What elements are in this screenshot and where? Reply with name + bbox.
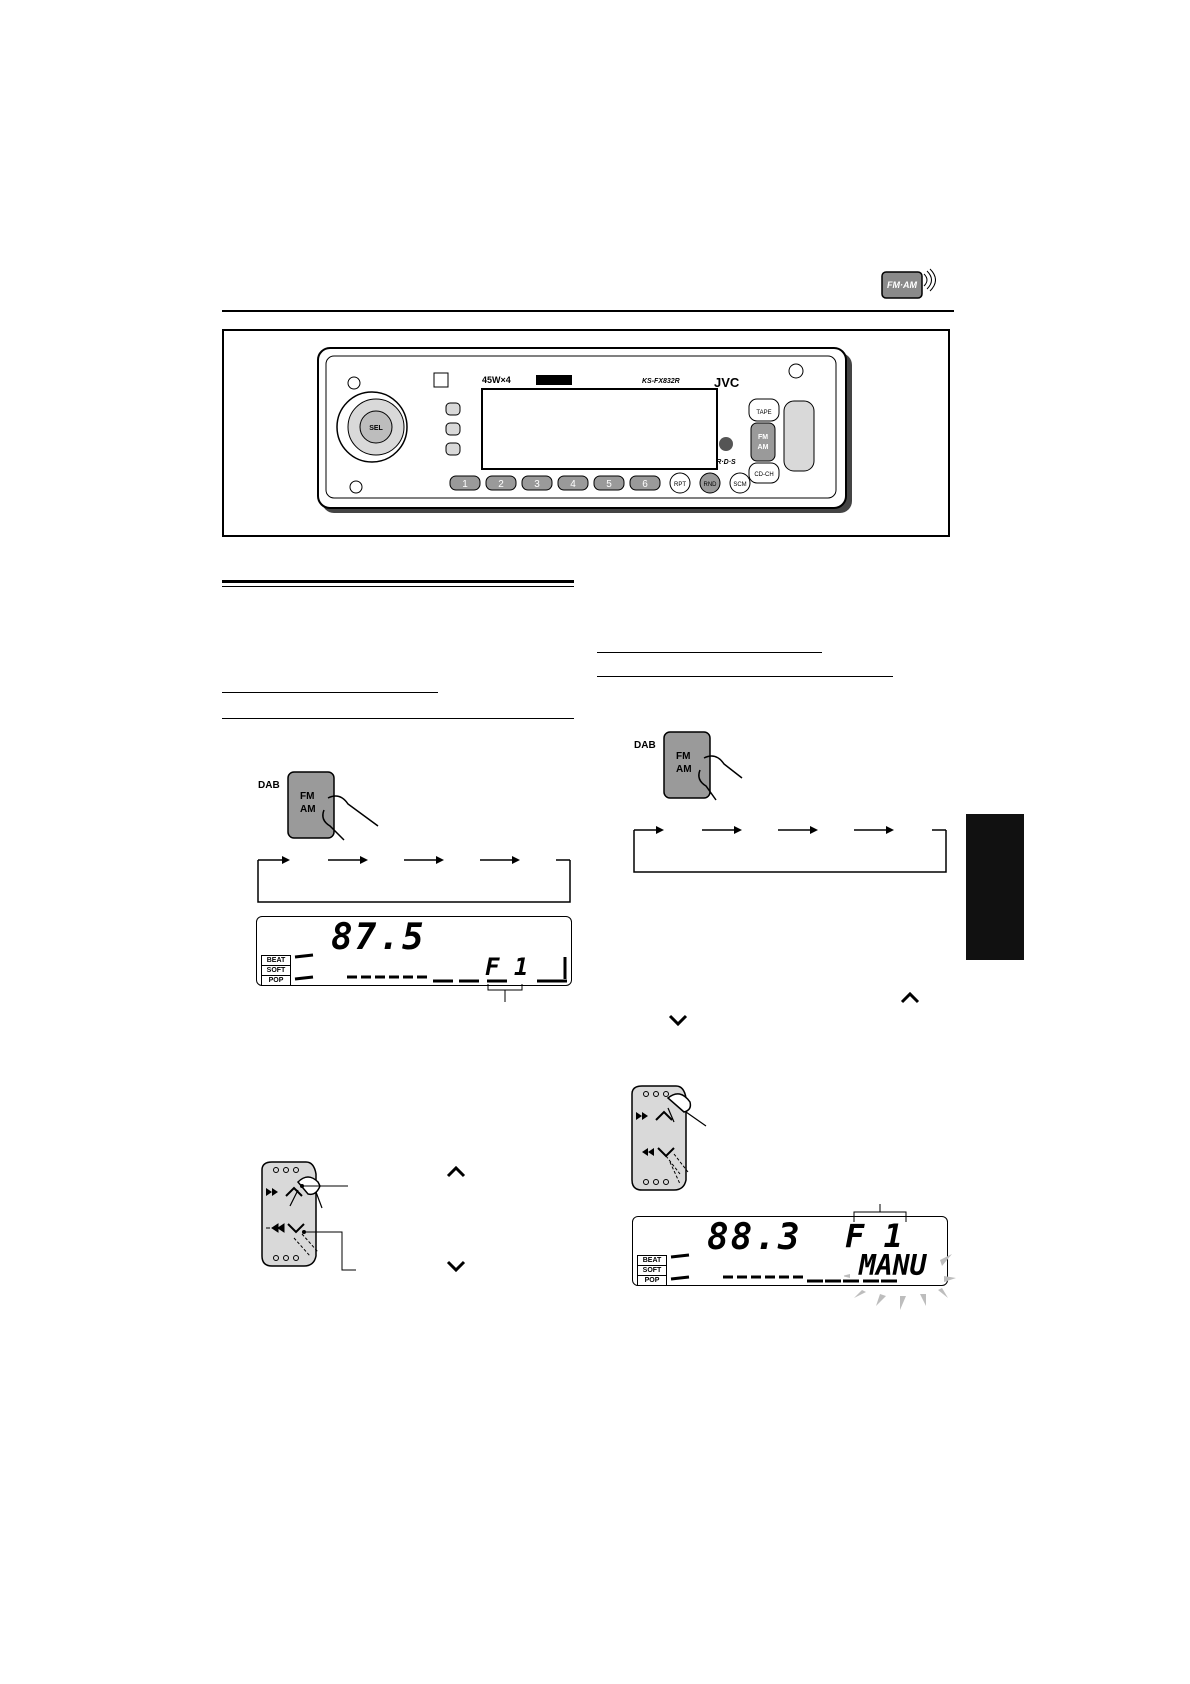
preset-3: 3: [534, 479, 540, 490]
dab-label-right: DAB: [634, 740, 656, 751]
mode-beat-right: BEAT: [642, 1257, 662, 1264]
preset-5: 5: [606, 479, 612, 490]
tape-button-label: TAPE: [756, 410, 771, 416]
unit-model-label: KS-FX832R: [642, 378, 680, 385]
right-step-rule-2: [597, 676, 893, 677]
mode-soft-right: SOFT: [638, 1265, 666, 1275]
sel-knob-label: SEL: [369, 425, 383, 432]
preset-2: 2: [498, 479, 504, 490]
preset-buttons[interactable]: 1 2 3 4 5 6: [449, 475, 661, 491]
fm-am-button-left[interactable]: [287, 771, 379, 841]
mode-badge-left: BEAT SOFT POP: [261, 955, 291, 986]
cdch-button-label: CD-CH: [754, 472, 773, 478]
scm-button-label: SCM: [733, 482, 746, 488]
fm-am-radio-icon: FM·AM: [880, 268, 936, 302]
fm-label-right: FM: [676, 751, 691, 762]
seek-buttons-left[interactable]: [258, 1160, 518, 1280]
am-label-right: AM: [676, 764, 692, 775]
mode-soft-left: SOFT: [262, 965, 290, 975]
lcd-frequency-right: 88.3: [707, 1217, 802, 1258]
am-button-label: AM: [758, 444, 769, 451]
band-cycle-diagram-right: [632, 826, 950, 874]
header-rule: [222, 310, 954, 312]
rds-logo-label: R·D·S: [716, 459, 736, 466]
preset-1: 1: [462, 479, 468, 490]
fm-am-button-right[interactable]: [663, 731, 743, 801]
mode-badge-right: BEAT SOFT POP: [637, 1255, 667, 1286]
unit-brand-label: JVC: [714, 375, 740, 390]
chevron-down-icon: [668, 1014, 688, 1027]
fm-label-left: FM: [300, 791, 315, 802]
unit-power-label: 45W×4: [482, 375, 511, 385]
left-section-rule-thin: [222, 586, 574, 587]
mode-pop-right: POP: [638, 1275, 666, 1285]
mode-pop-left: POP: [262, 975, 290, 985]
preset-4: 4: [570, 479, 576, 490]
chevron-up-icon: [900, 991, 920, 1004]
band-cycle-diagram-left: [256, 856, 574, 904]
lcd-display-right: 88.3 F 1 MANU BEAT SOFT POP: [632, 1216, 948, 1286]
svg-text:FM·AM: FM·AM: [887, 280, 917, 290]
band-indicator-callout-right: [853, 1204, 907, 1222]
lcd-display-left: 87.5 F 1 BEAT SOFT POP: [256, 916, 572, 986]
blink-indicator-icon: [844, 1254, 956, 1310]
fm-button-label: FM: [758, 434, 768, 441]
rpt-button-label: RPT: [674, 482, 686, 488]
left-section-rule-thick: [222, 580, 574, 583]
left-step-rule-2: [222, 718, 574, 719]
left-step-rule-1: [222, 692, 438, 693]
am-label-left: AM: [300, 804, 316, 815]
lcd-mode-text-right: MANU: [859, 1249, 927, 1282]
lcd-frequency-left: 87.5: [331, 917, 426, 958]
lcd-band-right: F 1: [845, 1217, 903, 1255]
car-stereo-unit: 45W×4 KS-FX832R JVC SEL 1 2 3 4 5: [317, 347, 852, 513]
language-tab: [966, 814, 1024, 960]
preset-6: 6: [642, 479, 648, 490]
seek-buttons-right[interactable]: [628, 1084, 728, 1194]
lcd-band-left: F 1: [485, 953, 529, 981]
band-indicator-callout-left: [487, 984, 523, 1002]
mode-beat-left: BEAT: [266, 957, 286, 964]
function-buttons[interactable]: RPT RND SCM: [669, 472, 751, 494]
dab-label-left: DAB: [258, 780, 280, 791]
right-step-rule-1: [597, 652, 822, 653]
unit-illustration-frame: 45W×4 KS-FX832R JVC SEL 1 2 3 4 5: [222, 329, 950, 537]
rnd-button-label: RND: [704, 482, 718, 488]
